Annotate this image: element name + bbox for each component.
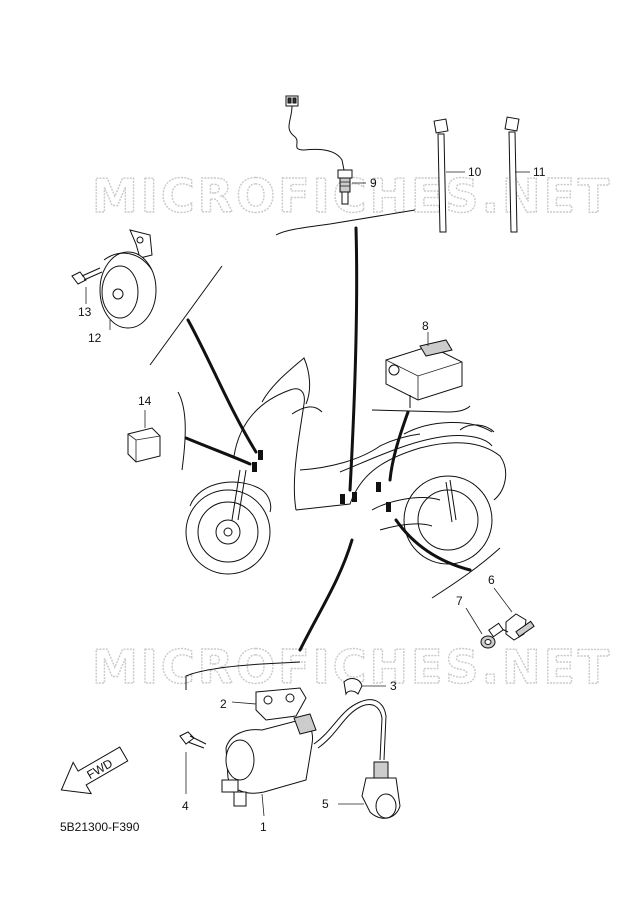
callout-10: 10 — [468, 165, 482, 179]
callout-14: 14 — [138, 394, 152, 408]
callout-5: 5 — [322, 797, 329, 811]
callout-11: 11 — [533, 165, 546, 179]
relay — [127, 427, 161, 463]
callout-7: 7 — [456, 594, 463, 608]
ignition-coil — [221, 713, 317, 807]
callout-1: 1 — [260, 820, 267, 834]
callout-2: 2 — [220, 697, 227, 711]
leader-sensor — [394, 518, 472, 572]
callout-4: 4 — [182, 799, 189, 813]
leader-regulator — [388, 410, 410, 482]
connector-marker — [352, 492, 357, 502]
washer — [480, 635, 496, 649]
leader-oxygen-sensor — [348, 226, 359, 492]
connector-marker — [340, 494, 345, 504]
connector-marker — [252, 462, 257, 472]
rectifier-regulator — [385, 339, 463, 408]
horn-bolt — [71, 267, 103, 285]
forward-arrow: FWD — [60, 746, 129, 795]
cable-tie-10 — [433, 118, 449, 233]
callout-8: 8 — [422, 319, 429, 333]
leader-ignition — [298, 538, 354, 652]
diagram-code: 5B21300-F390 — [60, 820, 140, 834]
connector-marker — [258, 450, 263, 460]
oxygen-sensor — [285, 95, 353, 205]
callout-9: 9 — [370, 176, 377, 190]
leader-horn — [186, 318, 258, 454]
clip — [343, 678, 363, 696]
temp-sensor — [488, 613, 535, 641]
connector-marker — [386, 502, 391, 512]
horn — [99, 229, 157, 329]
callout-3: 3 — [390, 679, 397, 693]
bracket — [255, 687, 307, 721]
connector-marker — [376, 482, 381, 492]
spark-plug-cap — [361, 761, 401, 819]
callout-13: 13 — [78, 305, 92, 319]
cable-tie-11 — [504, 116, 520, 233]
callout-12: 12 — [88, 331, 102, 345]
coil-bolt — [179, 731, 207, 749]
scooter-outline — [185, 357, 507, 575]
callout-6: 6 — [488, 573, 495, 587]
leader-relay — [184, 436, 252, 466]
